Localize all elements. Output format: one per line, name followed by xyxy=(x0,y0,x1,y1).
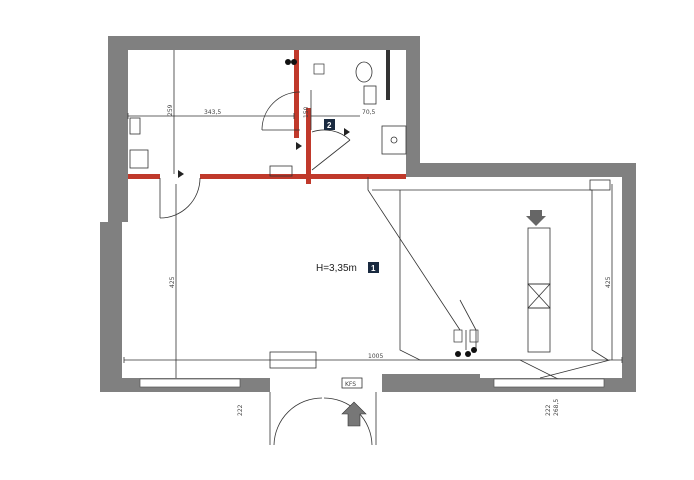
dim-right-window-b: 268,5 xyxy=(553,399,560,416)
dim-upper-width: 343,5 xyxy=(204,109,221,116)
ventilation-unit xyxy=(527,227,551,353)
dim-upper-height: 259 xyxy=(167,104,174,116)
room-badge-2 xyxy=(324,119,335,130)
ventilation-arrow-icon xyxy=(526,210,546,226)
radiator-icon xyxy=(129,117,141,135)
room-number-1: 1 xyxy=(371,264,376,273)
door-arrow-icon xyxy=(344,128,350,136)
door-arrow-icon xyxy=(178,170,184,178)
dim-main-width: 1005 xyxy=(368,353,383,360)
dim-main-height-left: 425 xyxy=(169,276,176,288)
room-badge-1 xyxy=(368,262,379,273)
interior-lines xyxy=(123,50,623,381)
dim-wc-height: 150 xyxy=(303,106,310,118)
sink-icon xyxy=(381,125,407,155)
room-height-label: H=3,35m xyxy=(316,263,357,274)
cistern-icon xyxy=(363,85,377,105)
dim-main-height-right: 425 xyxy=(605,276,612,288)
table xyxy=(269,351,317,369)
dim-wc-width: 70,5 xyxy=(362,109,376,116)
windows xyxy=(139,378,605,388)
room-number-2: 2 xyxy=(327,121,332,130)
pipe-markers xyxy=(285,59,477,357)
entrance-label: KFS xyxy=(345,381,356,388)
entrance-arrow-icon xyxy=(341,401,367,427)
wc-partition xyxy=(386,50,390,100)
heater xyxy=(589,179,611,191)
dim-left-window: 222 xyxy=(237,404,244,416)
kfs-box xyxy=(341,377,363,389)
stair-icon xyxy=(129,149,149,169)
new-walls xyxy=(128,50,406,184)
dim-right-window-a: 222 xyxy=(545,404,552,416)
toilet-icon xyxy=(355,61,373,83)
door-arrow-icon xyxy=(296,142,302,150)
counter xyxy=(269,165,293,177)
exterior-walls xyxy=(100,36,636,392)
